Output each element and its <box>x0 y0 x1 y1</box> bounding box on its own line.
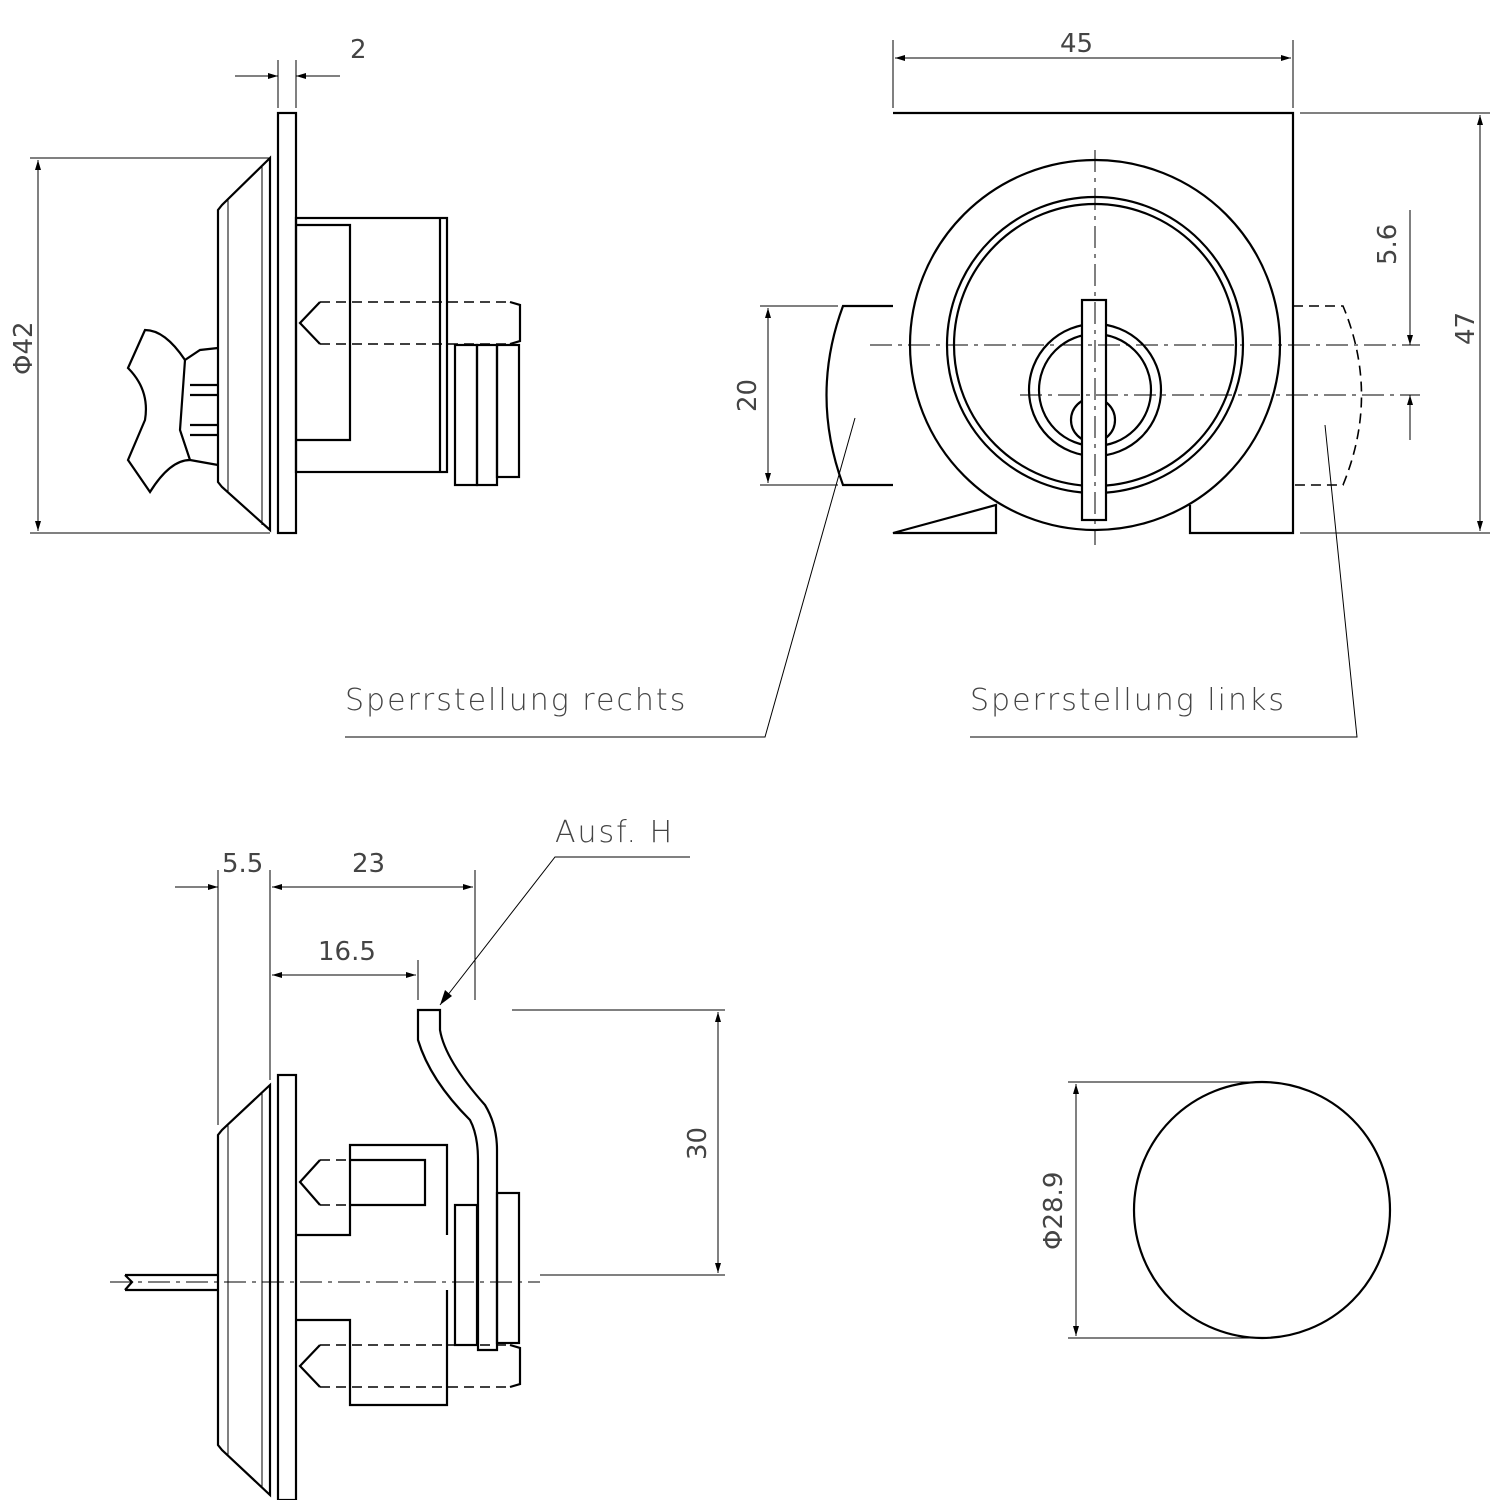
dim-lever-offset: 16.5 <box>318 937 376 967</box>
dim-flange-diameter: Φ42 <box>9 321 39 375</box>
dim-lever-height: 30 <box>683 1127 713 1160</box>
side-view-top: 2 Φ42 <box>9 35 522 535</box>
label-lock-right: Sperrstellung rechts <box>345 683 687 718</box>
dim-width: 45 <box>1060 29 1093 59</box>
dim-cutout-diameter: Φ28.9 <box>1039 1172 1069 1250</box>
side-view-bottom: 5.5 23 16.5 30 Ausf. H <box>110 815 725 1500</box>
label-lock-left: Sperrstellung links <box>970 683 1286 718</box>
dim-bolt-width: 20 <box>733 379 763 412</box>
front-view: 45 47 5.6 20 Sperrstellung rechts Sperrs… <box>345 29 1490 738</box>
dim-bezel-depth: 5.5 <box>222 849 263 879</box>
cutout-view: Φ28.9 <box>1039 1080 1392 1340</box>
dim-body-length: 23 <box>352 849 385 879</box>
dim-plate-thickness: 2 <box>350 35 367 65</box>
dim-offset: 5.6 <box>1373 224 1403 265</box>
label-variant: Ausf. H <box>555 815 674 850</box>
dim-height: 47 <box>1451 312 1481 345</box>
